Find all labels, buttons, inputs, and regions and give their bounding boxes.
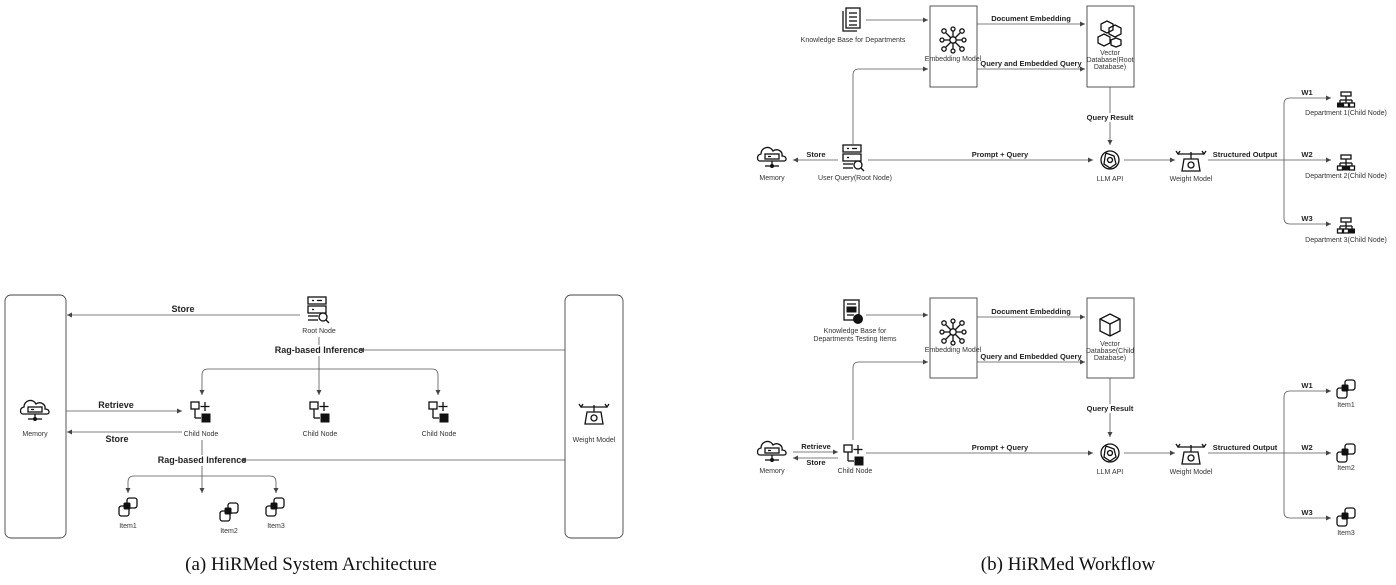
item-label-2: Item2: [220, 528, 238, 535]
embedding-model-label: Embedding Model: [925, 56, 982, 63]
vector-db-line3: Database): [1094, 64, 1126, 71]
kb-label-line1: Knowledge Base for: [824, 328, 887, 335]
store-label: Store: [806, 150, 825, 159]
w1-label: W1: [1301, 88, 1312, 97]
item-icon: [219, 502, 239, 522]
store-label: Store: [806, 458, 825, 467]
memory-cloud-icon: [756, 440, 787, 463]
store-label-bottom: Store: [105, 434, 128, 444]
prompt-query-label: Prompt + Query: [972, 443, 1029, 452]
user-query-icon: [842, 144, 865, 172]
w1-label: W1: [1301, 381, 1312, 390]
memory-label: Memory: [759, 468, 785, 475]
weight-model-label: Weight Model: [1170, 469, 1213, 476]
item-label-1: Item1: [1337, 402, 1355, 409]
department-1-label: Department 1(Child Node): [1305, 110, 1387, 117]
rag-inference-upper: Rag-based Inference: [275, 345, 364, 355]
user-query-label: User Query(Root Node): [818, 175, 892, 182]
store-label-top: Store: [171, 304, 194, 314]
vector-db-box: [1086, 297, 1135, 379]
item-label-1: Item1: [119, 523, 137, 530]
caption-b: (b) HiRMed Workflow: [981, 554, 1156, 575]
vector-db-line3: Database): [1094, 355, 1126, 362]
memory-cloud-icon: [756, 146, 787, 169]
item-icon: [265, 497, 285, 517]
knowledge-base-icon: [843, 299, 864, 325]
doc-embedding-label: Document Embedding: [991, 14, 1071, 23]
item-label-2: Item2: [1337, 465, 1355, 472]
child-node-icon: [309, 401, 330, 423]
prompt-query-label: Prompt + Query: [972, 150, 1029, 159]
department-2-label: Department 2(Child Node): [1305, 173, 1387, 180]
weight-scale-icon: [1175, 443, 1207, 465]
query-embedded-label: Query and Embedded Query: [980, 59, 1082, 68]
child-node-label: Child Node: [838, 468, 873, 475]
weight-model-label: Weight Model: [1170, 176, 1213, 183]
retrieve-label: Retrieve: [801, 442, 831, 451]
w2-label: W2: [1301, 443, 1312, 452]
structured-output-label: Structured Output: [1213, 443, 1278, 452]
item-icon: [1336, 507, 1356, 527]
w2-label: W2: [1301, 150, 1312, 159]
child-node-icon: [428, 401, 449, 423]
child-node-label-1: Child Node: [184, 431, 219, 438]
kb-label-line2: Departments Testing Items: [813, 336, 897, 343]
item-label-3: Item3: [1337, 530, 1355, 537]
item-icon: [118, 497, 138, 517]
caption-a: (a) HiRMed System Architecture: [185, 554, 437, 575]
diagram-a: Memory Weight Model Root Node Store Rag-…: [4, 294, 624, 539]
department-3-label: Department 3(Child Node): [1305, 237, 1387, 244]
memory-label: Memory: [759, 175, 785, 182]
department-tree-icon: [1336, 217, 1356, 234]
child-node-icon: [843, 444, 864, 466]
child-node-icon: [190, 401, 211, 423]
embedding-model-label: Embedding Model: [925, 347, 982, 354]
llm-label: LLM API: [1097, 469, 1124, 476]
item-icon: [1336, 379, 1356, 399]
llm-label: LLM API: [1097, 176, 1124, 183]
department-tree-icon: [1336, 154, 1356, 171]
department-tree-icon: [1336, 91, 1356, 108]
child-node-label-2: Child Node: [303, 431, 338, 438]
child-node-label-3: Child Node: [422, 431, 457, 438]
structured-output-label: Structured Output: [1213, 150, 1278, 159]
vector-db-box: [1086, 5, 1135, 88]
weight-scale-icon: [1175, 150, 1207, 172]
memory-label: Memory: [22, 431, 48, 438]
query-result-label: Query Result: [1087, 113, 1134, 122]
weight-model-panel: [564, 294, 624, 539]
diagram-b-bottom: Knowledge Base for Departments Testing I…: [756, 297, 1356, 537]
diagram-b-top: Knowledge Base for Departments Embedding…: [756, 5, 1387, 244]
llm-icon: [1100, 150, 1120, 170]
root-node-icon: [307, 296, 330, 324]
query-embedded-label: Query and Embedded Query: [980, 352, 1082, 361]
vector-db-line2: Database(Root: [1086, 57, 1133, 64]
item-label-3: Item3: [267, 523, 285, 530]
retrieve-label: Retrieve: [98, 400, 134, 410]
vector-db-line1: Vector: [1100, 341, 1121, 348]
vector-db-line1: Vector: [1100, 50, 1121, 57]
weight-model-label: Weight Model: [573, 437, 616, 444]
rag-inference-lower: Rag-based Inference: [158, 455, 247, 465]
vector-db-line2: Database(Child: [1086, 348, 1134, 355]
llm-icon: [1100, 443, 1120, 463]
kb-label: Knowledge Base for Departments: [801, 37, 906, 44]
query-result-label: Query Result: [1087, 404, 1134, 413]
item-icon: [1336, 443, 1356, 463]
w3-label: W3: [1301, 214, 1312, 223]
knowledge-base-icon: [842, 7, 861, 32]
w3-label: W3: [1301, 508, 1312, 517]
root-node-label: Root Node: [302, 328, 336, 335]
doc-embedding-label: Document Embedding: [991, 307, 1071, 316]
